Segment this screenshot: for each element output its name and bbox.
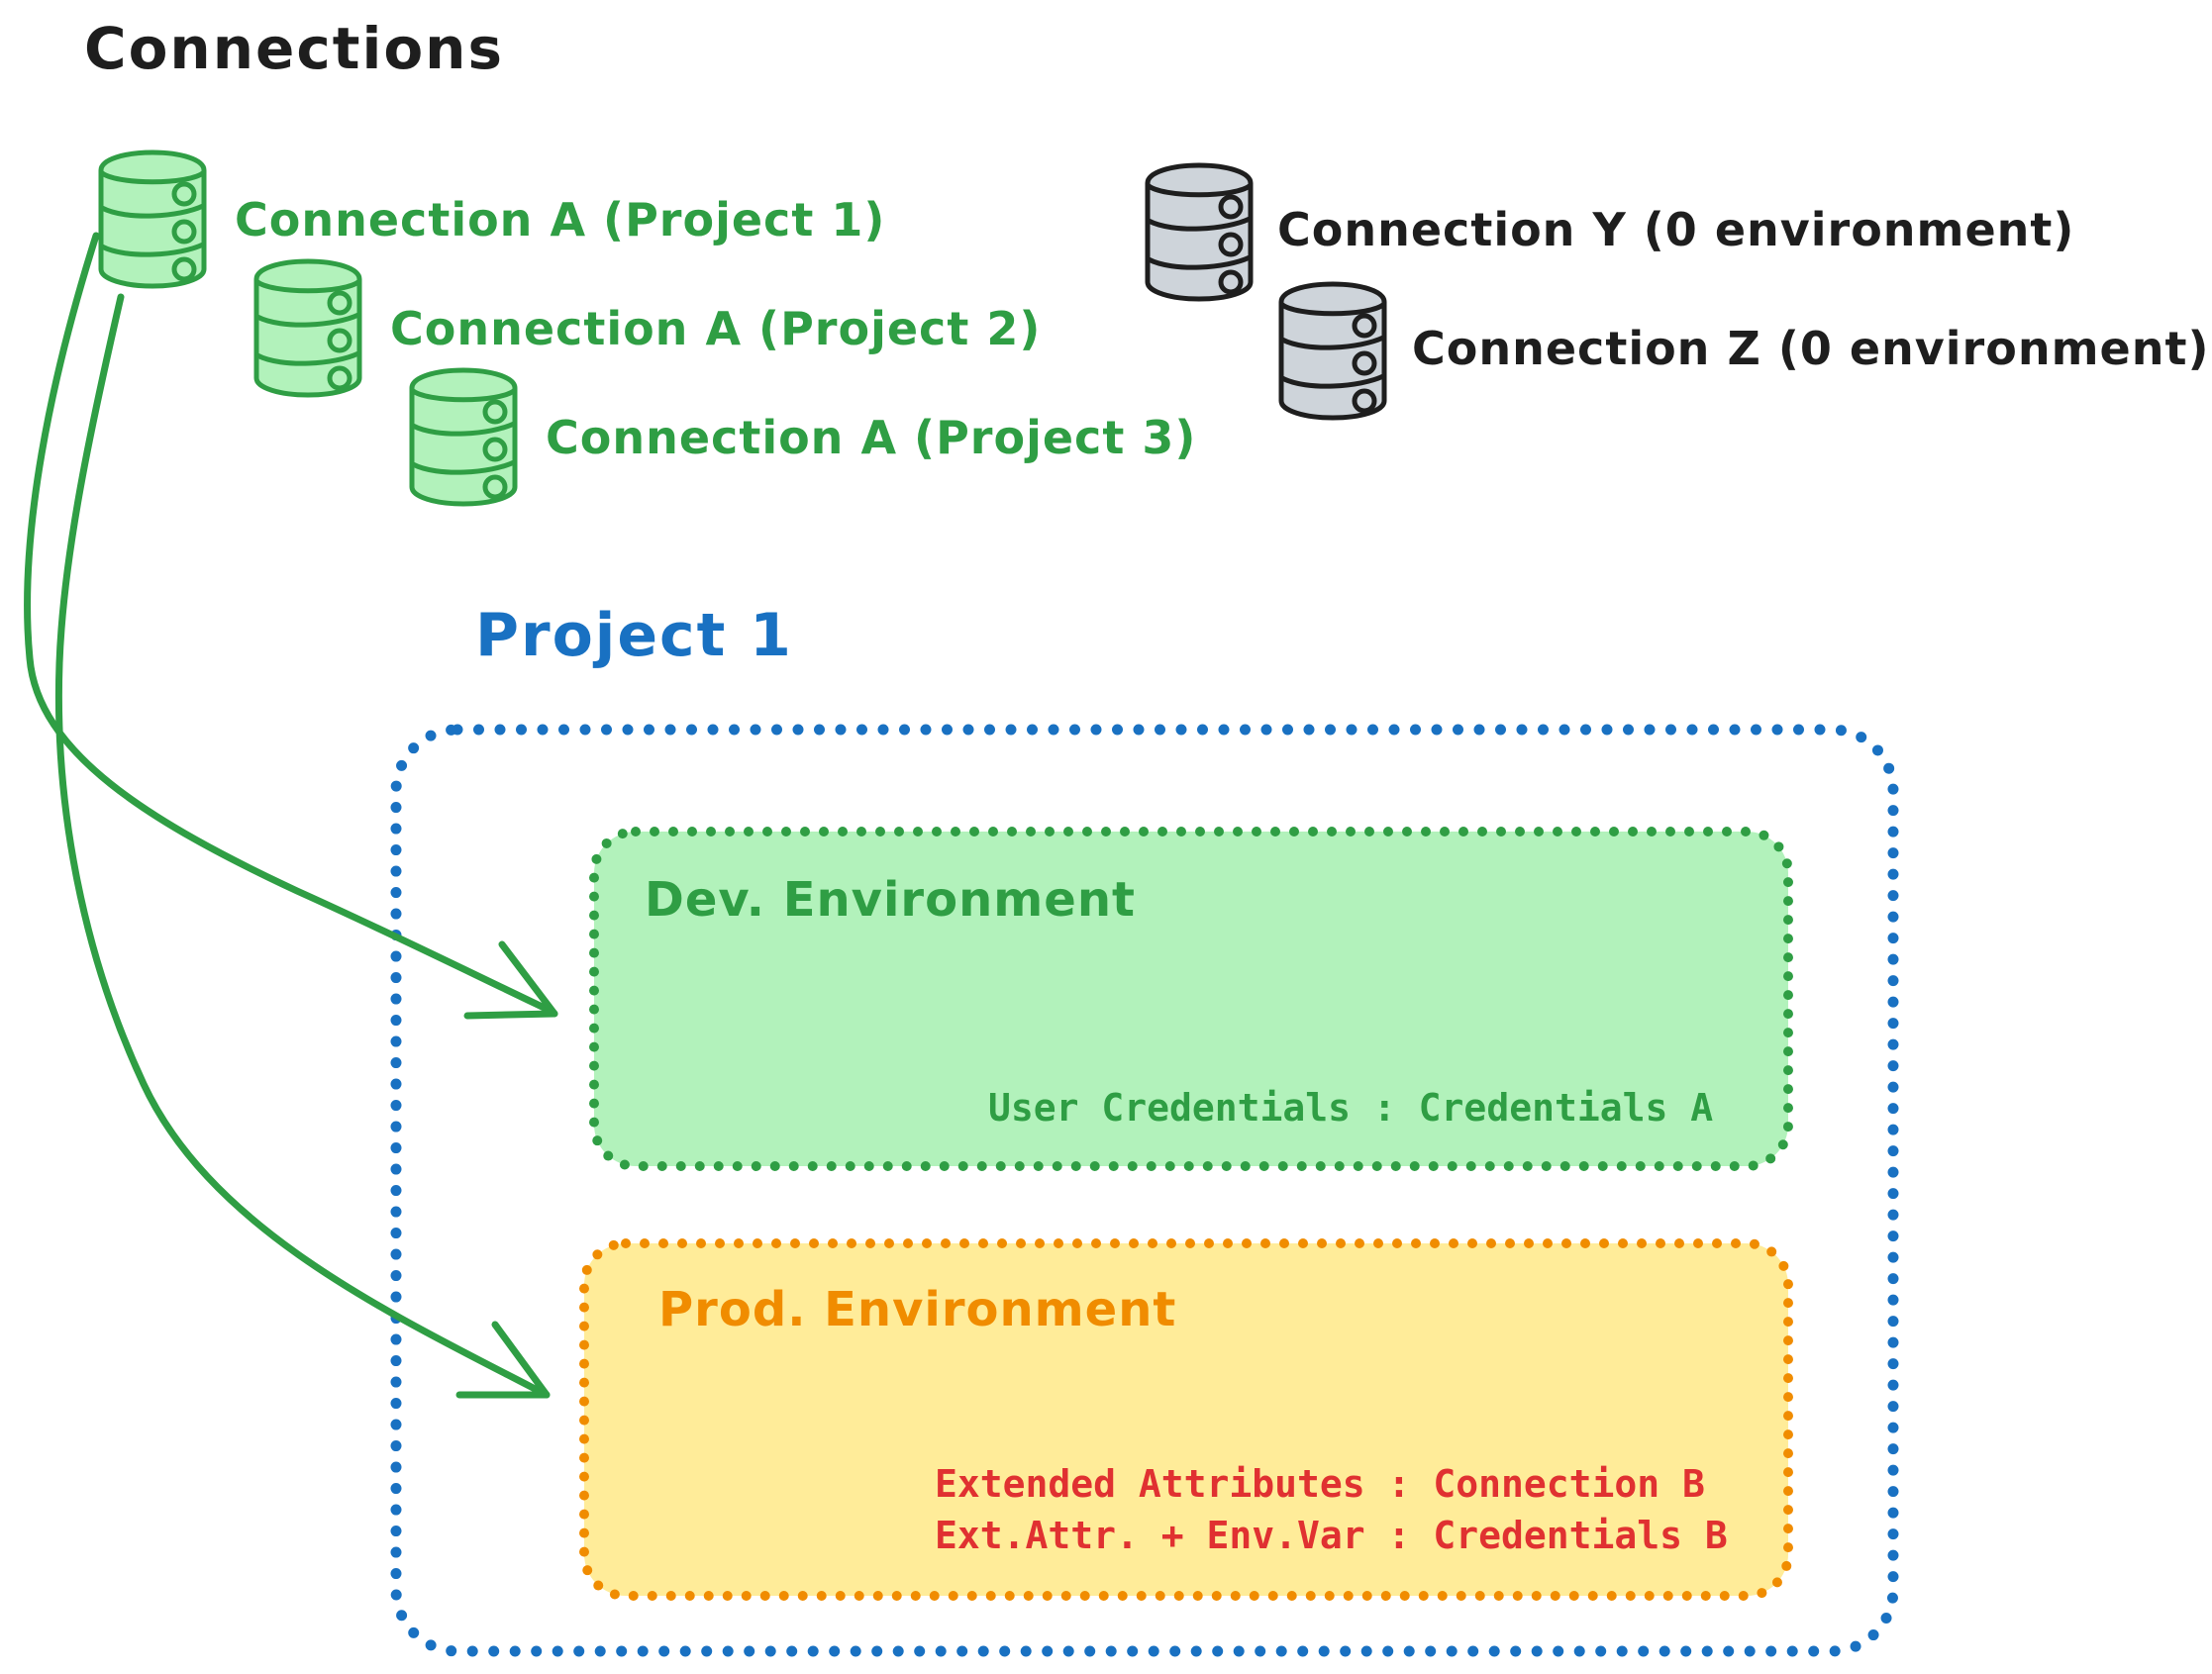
connection-a-project-3-label: Connection A (Project 3) bbox=[546, 411, 1197, 464]
database-icon bbox=[101, 152, 204, 286]
arrow-connection-a-to-prod-environment bbox=[54, 293, 551, 1399]
project-1-title: Project 1 bbox=[475, 601, 793, 670]
arrow-connection-a-to-dev-environment bbox=[24, 232, 558, 1020]
prod-environment-connection-mapping: Extended Attributes : Connection B bbox=[935, 1462, 1705, 1506]
connection-z-label: Connection Z (0 environment) bbox=[1412, 322, 2210, 375]
database-icon bbox=[412, 370, 515, 504]
project-1-boundary bbox=[390, 724, 1899, 1657]
database-icon bbox=[1148, 165, 1251, 299]
prod-environment-credentials-mapping: Ext.Attr. + Env.Var : Credentials B bbox=[935, 1514, 1728, 1557]
prod-environment-title: Prod. Environment bbox=[658, 1282, 1177, 1337]
connection-y-label: Connection Y (0 environment) bbox=[1277, 203, 2075, 256]
connection-a-project-1-label: Connection A (Project 1) bbox=[235, 193, 886, 246]
diagram-title: Connections bbox=[84, 15, 504, 82]
prod-environment-box bbox=[579, 1238, 1793, 1601]
connection-a-project-2-label: Connection A (Project 2) bbox=[390, 302, 1042, 355]
database-icon bbox=[256, 261, 359, 395]
dev-environment-credentials-mapping: User Credentials : Credentials A bbox=[988, 1086, 1714, 1130]
dev-environment-box bbox=[589, 827, 1793, 1171]
dev-environment-title: Dev. Environment bbox=[645, 872, 1136, 928]
database-icon bbox=[1281, 284, 1384, 418]
